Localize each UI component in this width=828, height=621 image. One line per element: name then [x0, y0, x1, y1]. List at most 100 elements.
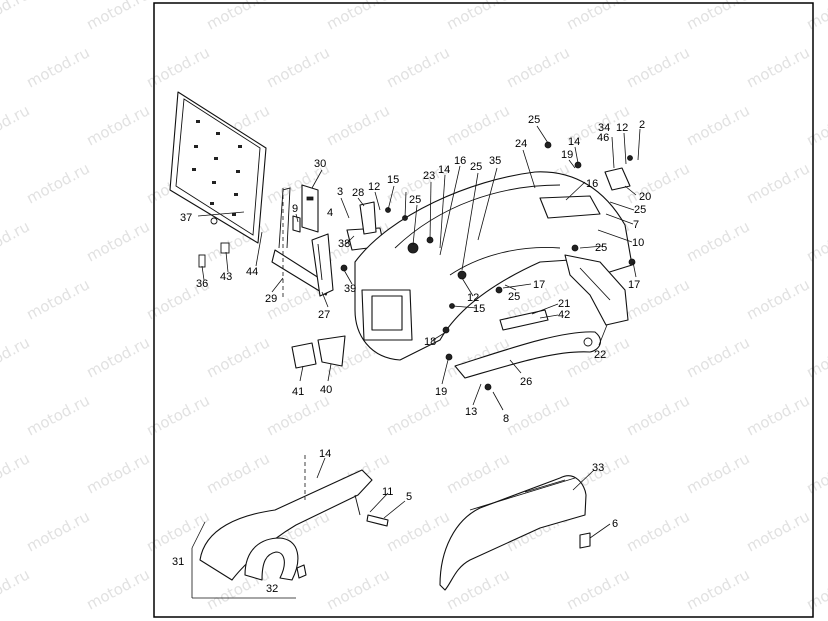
watermark-text: motod.ru — [683, 333, 752, 381]
watermark-text: motod.ru — [0, 333, 33, 381]
watermark-text: motod.ru — [503, 43, 572, 91]
watermark-text: motod.ru — [383, 43, 452, 91]
label-25-left: 25 — [409, 194, 421, 206]
brace-20 — [539, 195, 601, 219]
leader-lines — [201, 125, 641, 539]
label-41: 41 — [292, 386, 304, 398]
label-27: 27 — [318, 309, 330, 321]
label-20: 20 — [639, 191, 651, 203]
bracket-40 — [317, 335, 346, 367]
watermark-text: motod.ru — [503, 391, 572, 439]
label-37: 37 — [180, 212, 192, 224]
watermark-text: motod.ru — [623, 507, 692, 555]
watermark-text: motod.ru — [263, 43, 332, 91]
label-10: 10 — [632, 237, 644, 249]
reflector-41 — [291, 342, 317, 369]
label-15-top: 15 — [387, 174, 399, 186]
label-16-right: 16 — [586, 178, 598, 190]
label-21: 21 — [558, 298, 570, 310]
watermark-text: motod.ru — [203, 333, 272, 381]
label-19-top: 19 — [561, 149, 573, 161]
screw-36 — [198, 254, 206, 268]
label-31: 31 — [172, 556, 184, 568]
label-46: 46 — [597, 132, 609, 144]
bracket-27 — [311, 233, 334, 297]
watermark-text: motod.ru — [323, 101, 392, 149]
watermark-text: motod.ru — [803, 449, 828, 497]
watermark-text: motod.ru — [83, 333, 152, 381]
watermark-text: motod.ru — [383, 507, 452, 555]
label-13: 13 — [465, 406, 477, 418]
label-24: 24 — [515, 138, 527, 150]
label-17-mid: 17 — [533, 279, 545, 291]
plate-bracket-29 — [271, 187, 331, 300]
label-2: 2 — [639, 119, 645, 131]
bracket-42 — [499, 309, 549, 331]
label-28: 28 — [352, 187, 364, 199]
support-rail-26 — [454, 331, 601, 379]
label-25-side: 25 — [595, 242, 607, 254]
screw-37 — [197, 211, 245, 225]
watermark-text: motod.ru — [683, 217, 752, 265]
label-16-left: 16 — [454, 155, 466, 167]
label-34: 34 — [598, 122, 610, 134]
chain-guard-31 — [199, 469, 373, 581]
mount-34 — [604, 167, 631, 191]
watermark-text: motod.ru — [743, 275, 812, 323]
watermark-text: motod.ru — [803, 217, 828, 265]
watermark-text: motod.ru — [743, 43, 812, 91]
watermark-text: motod.ru — [623, 159, 692, 207]
watermark-text: motod.ru — [0, 449, 33, 497]
watermark-text: motod.ru — [743, 507, 812, 555]
label-25-mid: 25 — [508, 291, 520, 303]
watermark-text: motod.ru — [263, 391, 332, 439]
watermark-text: motod.ru — [803, 333, 828, 381]
watermark-text: motod.ru — [203, 449, 272, 497]
watermark-text: motod.ru — [683, 101, 752, 149]
label-7: 7 — [633, 219, 639, 231]
label-14-right: 14 — [568, 136, 580, 148]
label-32: 32 — [266, 583, 278, 595]
watermark-text: motod.ru — [83, 101, 152, 149]
label-44: 44 — [246, 266, 258, 278]
watermark-text: motod.ru — [443, 0, 512, 34]
watermark-text: motod.ru — [683, 449, 752, 497]
label-43: 43 — [220, 271, 232, 283]
label-9: 9 — [292, 203, 298, 215]
side-cover-22 — [564, 254, 629, 326]
screw-6 — [579, 532, 591, 549]
watermark-text: motod.ru — [23, 275, 92, 323]
watermark-text: motod.ru — [803, 101, 828, 149]
label-4: 4 — [327, 207, 333, 219]
label-19-lower: 19 — [435, 386, 447, 398]
belt-guard-33 — [439, 475, 587, 591]
label-25-top: 25 — [528, 114, 540, 126]
label-12-left: 12 — [368, 181, 380, 193]
watermark-text: motod.ru — [743, 159, 812, 207]
label-35: 35 — [489, 155, 501, 167]
watermark-text: motod.ru — [743, 391, 812, 439]
label-22: 22 — [594, 349, 606, 361]
label-39: 39 — [344, 283, 356, 295]
rear-fender — [354, 171, 633, 361]
label-36: 36 — [196, 278, 208, 290]
watermark-text: motod.ru — [0, 0, 33, 34]
watermark-text: motod.ru — [0, 565, 33, 613]
label-5: 5 — [406, 491, 412, 503]
label-30: 30 — [314, 158, 326, 170]
label-12-right: 12 — [616, 122, 628, 134]
watermark-text: motod.ru — [83, 565, 152, 613]
tail-lamp-housing — [361, 289, 413, 341]
watermark-text: motod.ru — [323, 565, 392, 613]
label-8: 8 — [503, 413, 509, 425]
clip-32 — [296, 564, 307, 579]
callout-labels: 2 3 4 5 6 7 8 9 10 11 12 12 12 13 14 14 … — [172, 114, 651, 595]
bracket-30 — [301, 184, 319, 233]
label-11: 11 — [382, 486, 393, 498]
watermark-text: motod.ru — [563, 0, 632, 34]
label-29: 29 — [265, 293, 277, 305]
watermark-text: motod.ru — [623, 391, 692, 439]
label-12-mid: 12 — [467, 292, 479, 304]
label-18: 18 — [424, 336, 436, 348]
label-42: 42 — [558, 309, 570, 321]
